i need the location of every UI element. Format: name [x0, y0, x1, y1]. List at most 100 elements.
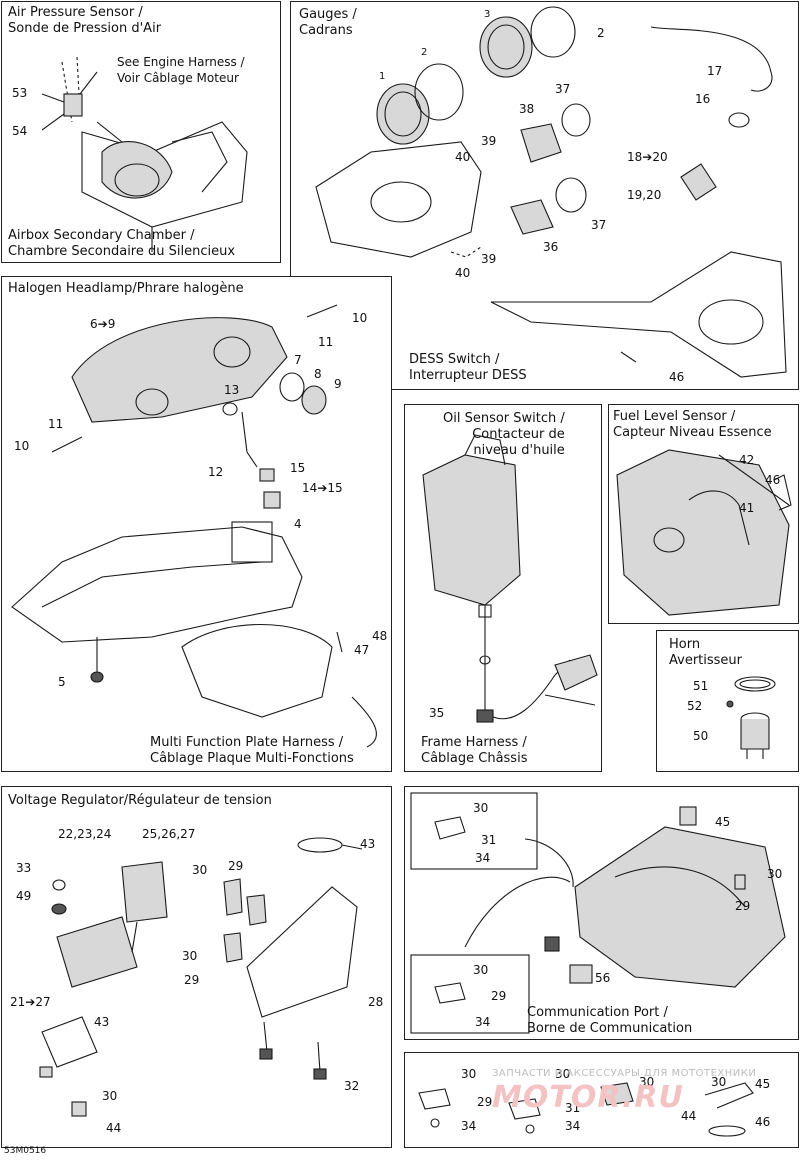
callout-38: 38 — [519, 102, 535, 116]
callout-3: 3 — [484, 9, 491, 20]
panel-caption: Airbox Secondary Chamber / Chambre Secon… — [8, 228, 236, 259]
callout-30: 30 — [473, 801, 489, 815]
panel-fasteners: 30 29 34 30 30 31 34 44 30 45 46 — [404, 1052, 799, 1148]
callout-46: 46 — [765, 473, 781, 487]
callout-28: 28 — [368, 995, 384, 1009]
gauges-drawing — [315, 6, 787, 378]
callout-46: 46 — [755, 1115, 771, 1129]
panel-caption: Multi Function Plate Harness / Câblage P… — [150, 735, 354, 766]
callout-29b: 29 — [491, 989, 507, 1003]
callout-44: 44 — [106, 1121, 122, 1135]
panel-title: Voltage Regulator/Régulateur de tension — [8, 793, 272, 808]
headlamp-drawing — [11, 304, 377, 748]
callout-10: 10 — [352, 311, 368, 325]
panel-title: Gauges / Cadrans — [299, 7, 357, 38]
callout-44: 44 — [681, 1109, 697, 1123]
callout-29b: 29 — [184, 973, 200, 987]
callout-15: 15 — [290, 461, 306, 475]
callout-12: 12 — [208, 465, 224, 479]
callout-34: 34 — [461, 1119, 477, 1133]
callout-25-26-27: 25,26,27 — [142, 827, 196, 841]
callout-21-27: 21➔27 — [10, 995, 51, 1009]
callout-34b: 34 — [475, 1015, 491, 1029]
fasteners-drawing — [418, 1082, 754, 1137]
callout-19-20: 19,20 — [627, 188, 662, 202]
voltage-regulator-drawing — [39, 837, 363, 1117]
callout-36: 36 — [543, 240, 559, 254]
callout-35: 35 — [429, 706, 445, 720]
panel-title: Halogen Headlamp/Phrare halogène — [8, 281, 244, 296]
panel-caption: Frame Harness / Câblage Châssis — [421, 735, 528, 766]
callout-30c: 30 — [639, 1075, 655, 1089]
callout-52: 52 — [687, 699, 703, 713]
drawing-code: 53M0516 — [4, 1146, 47, 1156]
panel-voltage-regulator: Voltage Regulator/Régulateur de tension … — [1, 786, 392, 1148]
callout-39: 39 — [481, 134, 497, 148]
callout-29: 29 — [228, 859, 244, 873]
callout-31: 31 — [565, 1101, 581, 1115]
callout-17: 17 — [707, 64, 723, 78]
callout-5: 5 — [58, 675, 66, 689]
callout-30c: 30 — [473, 963, 489, 977]
callout-42: 42 — [739, 453, 755, 467]
panel-oil-sensor: Oil Sensor Switch / Contacteur de niveau… — [404, 404, 602, 772]
panel-title: Fuel Level Sensor / Capteur Niveau Essen… — [613, 409, 772, 440]
callout-34: 34 — [475, 851, 491, 865]
callout-11: 11 — [318, 335, 334, 349]
airbox-drawing — [41, 56, 248, 252]
panel-halogen-headlamp: Halogen Headlamp/Phrare halogène 6➔9 10 … — [1, 276, 392, 772]
callout-43: 43 — [360, 837, 376, 851]
callout-13: 13 — [224, 383, 240, 397]
panel-title: Oil Sensor Switch / Contacteur de niveau… — [443, 411, 565, 458]
callout-2: 2 — [597, 26, 605, 40]
callout-11b: 11 — [48, 417, 64, 431]
callout-16: 16 — [695, 92, 711, 106]
callout-30b: 30 — [182, 949, 198, 963]
callout-46: 46 — [669, 370, 685, 384]
callout-30c: 30 — [102, 1089, 118, 1103]
callout-37b: 37 — [591, 218, 607, 232]
engine-harness-note: See Engine Harness / Voir Câblage Moteur — [117, 55, 245, 85]
communication-port-drawing — [410, 792, 786, 1034]
callout-4: 4 — [294, 517, 302, 531]
panel-air-pressure-sensor: Air Pressure Sensor / Sonde de Pression … — [1, 1, 281, 263]
callout-53: 53 — [12, 86, 28, 100]
oil-tank-drawing — [422, 434, 598, 723]
callout-50: 50 — [693, 729, 709, 743]
callout-39b: 39 — [481, 252, 497, 266]
callout-45: 45 — [715, 815, 731, 829]
callout-14-15: 14➔15 — [302, 481, 343, 495]
panel-caption: Communication Port / Borne de Communicat… — [527, 1005, 693, 1036]
callout-29: 29 — [477, 1095, 493, 1109]
callout-22-23-24: 22,23,24 — [58, 827, 112, 841]
callout-40b: 40 — [455, 266, 471, 280]
callout-54: 54 — [12, 124, 28, 138]
panel-title: Horn Avertisseur — [669, 637, 743, 668]
callout-29: 29 — [735, 899, 751, 913]
callout-8: 8 — [314, 367, 322, 381]
panel-title: Air Pressure Sensor / Sonde de Pression … — [8, 5, 162, 36]
callout-43b: 43 — [94, 1015, 110, 1029]
panel-horn: Horn Avertisseur 51 52 50 — [656, 630, 799, 772]
callout-45: 45 — [755, 1077, 771, 1091]
panel-communication-port: 30 31 34 45 30 29 30 29 34 56 Communicat… — [404, 786, 799, 1040]
callout-33: 33 — [16, 861, 32, 875]
callout-10b: 10 — [14, 439, 30, 453]
callout-37: 37 — [555, 82, 571, 96]
callout-30b: 30 — [767, 867, 783, 881]
panel-fuel-level-sensor: Fuel Level Sensor / Capteur Niveau Essen… — [608, 404, 799, 624]
callout-30: 30 — [192, 863, 208, 877]
callout-9: 9 — [334, 377, 342, 391]
callout-1: 1 — [379, 71, 386, 82]
horn-drawing — [726, 676, 776, 759]
callout-47: 47 — [354, 643, 370, 657]
callout-30d: 30 — [711, 1075, 727, 1089]
callout-2b: 2 — [421, 47, 428, 58]
watermark-logo: MOTOR.RU — [492, 1080, 684, 1115]
callout-40: 40 — [455, 150, 471, 164]
callout-18-20: 18➔20 — [627, 150, 668, 164]
callout-6-9: 6➔9 — [90, 317, 116, 331]
callout-56: 56 — [595, 971, 611, 985]
watermark-text: ЗАПЧАСТИ И АКСЕССУАРЫ ДЛЯ МОТОТЕХНИКИ — [492, 1068, 757, 1079]
callout-41: 41 — [739, 501, 755, 515]
